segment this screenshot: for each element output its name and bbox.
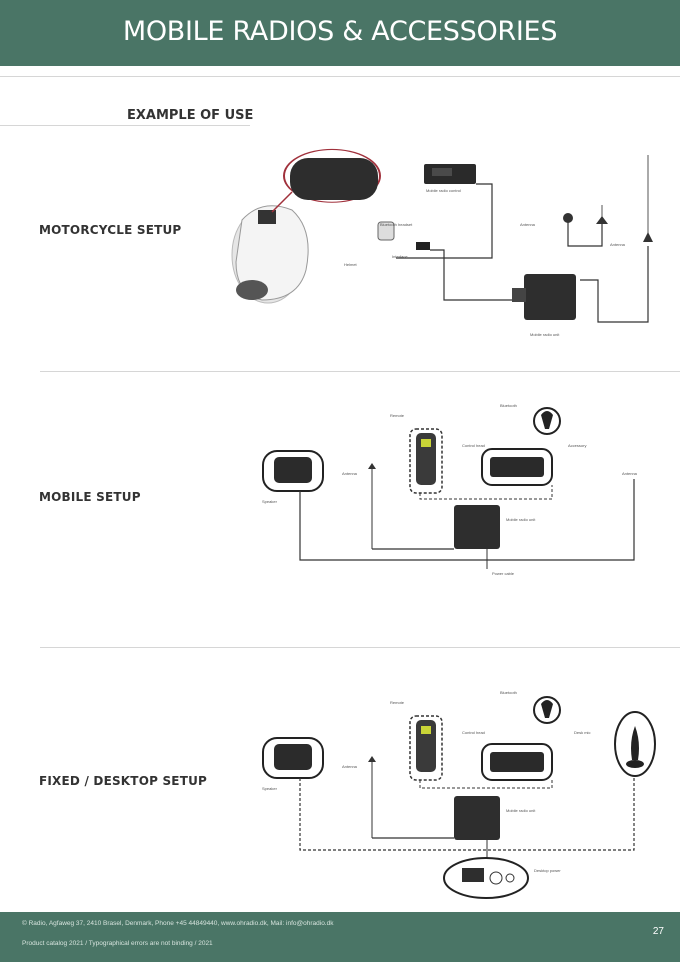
page-footer: © Radio, Agfaweg 37, 2410 Brasel, Denmar… bbox=[0, 912, 680, 962]
headset-icon bbox=[377, 221, 395, 241]
footer-catalog-line: Product catalog 2021 / Typographical err… bbox=[22, 940, 213, 947]
page-title: MOBILE RADIOS & ACCESSORIES bbox=[122, 16, 558, 47]
svg-text:Bluetooth: Bluetooth bbox=[500, 403, 517, 408]
svg-text:Antenna: Antenna bbox=[342, 764, 358, 769]
detail-zoom-circle bbox=[283, 148, 381, 203]
svg-text:Mobile radio unit: Mobile radio unit bbox=[530, 332, 560, 337]
svg-text:Desktop power: Desktop power bbox=[534, 868, 561, 873]
svg-text:Speaker: Speaker bbox=[262, 499, 278, 504]
svg-text:Desk mic: Desk mic bbox=[574, 730, 590, 735]
subtitle-underline bbox=[0, 125, 250, 126]
radio-control-box bbox=[524, 274, 576, 320]
svg-text:Remote: Remote bbox=[390, 700, 405, 705]
svg-text:Antenna: Antenna bbox=[342, 471, 358, 476]
svg-text:Bluetooth headset: Bluetooth headset bbox=[380, 222, 413, 227]
power-supply-icon bbox=[443, 857, 529, 899]
svg-text:Antenna: Antenna bbox=[520, 222, 536, 227]
svg-text:Control head: Control head bbox=[462, 730, 485, 735]
radio-control-box bbox=[454, 796, 500, 840]
svg-text:Mobile radio unit: Mobile radio unit bbox=[506, 808, 536, 813]
footer-contact-line: © Radio, Agfaweg 37, 2410 Brasel, Denmar… bbox=[22, 920, 334, 927]
mobile-setup-diagram: Speaker Remote Bluetooth Control head Ac… bbox=[262, 403, 638, 576]
fixed-desktop-setup-diagram: Speaker Remote Bluetooth Desk mic Contro… bbox=[262, 690, 656, 899]
page-header: MOBILE RADIOS & ACCESSORIES bbox=[0, 0, 680, 66]
radio-control-box bbox=[454, 505, 500, 549]
svg-text:Mobile radio control: Mobile radio control bbox=[426, 188, 461, 193]
svg-text:Bluetooth: Bluetooth bbox=[500, 690, 517, 695]
svg-text:Accessory: Accessory bbox=[568, 443, 586, 448]
header-divider bbox=[0, 76, 680, 77]
fixed-desktop-setup-label: FIXED / DESKTOP SETUP bbox=[39, 774, 208, 788]
svg-text:Remote: Remote bbox=[390, 413, 405, 418]
svg-text:Antenna: Antenna bbox=[622, 471, 638, 476]
svg-text:Mobile radio unit: Mobile radio unit bbox=[506, 517, 536, 522]
mobile-setup-label: MOBILE SETUP bbox=[39, 490, 141, 504]
gps-antenna-icon bbox=[596, 216, 608, 224]
page-number: 27 bbox=[652, 926, 664, 937]
svg-text:Interface: Interface bbox=[392, 254, 408, 259]
motorcycle-setup-diagram: Mobile radio control Helmet Interface An… bbox=[231, 148, 653, 337]
svg-text:Antenna: Antenna bbox=[610, 242, 626, 247]
svg-text:Helmet: Helmet bbox=[344, 262, 358, 267]
svg-text:Speaker: Speaker bbox=[262, 786, 278, 791]
section-divider-2 bbox=[40, 647, 680, 648]
section-subtitle: EXAMPLE OF USE bbox=[127, 108, 254, 123]
svg-text:Control head: Control head bbox=[462, 443, 485, 448]
section-divider-1 bbox=[40, 371, 680, 372]
motorcycle-image bbox=[231, 205, 309, 304]
motorcycle-setup-label: MOTORCYCLE SETUP bbox=[39, 223, 182, 237]
svg-text:Power cable: Power cable bbox=[492, 571, 515, 576]
ptt-button-icon bbox=[416, 242, 430, 250]
